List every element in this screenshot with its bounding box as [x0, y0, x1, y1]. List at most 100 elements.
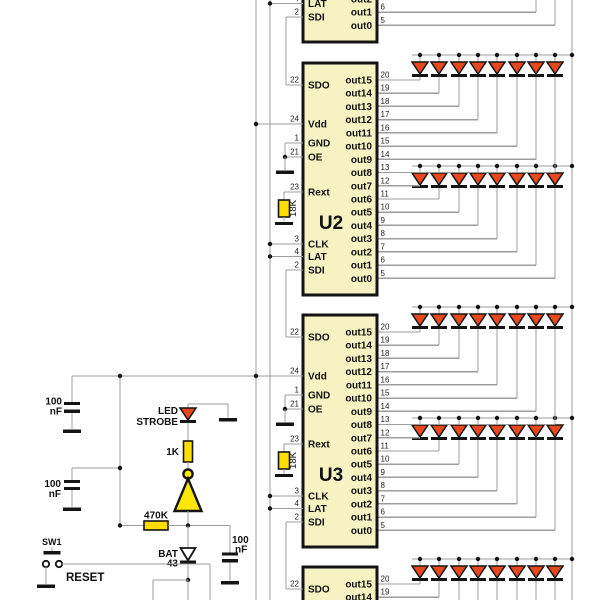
led-cathode-bar [528, 578, 544, 582]
junction-dot [267, 254, 273, 259]
u2-led-symbol [545, 172, 565, 187]
u2-pin-number-out3: 8 [381, 229, 386, 238]
u2-pin-label-out12: out12 [345, 115, 372, 126]
u2-pin-label-out10: out10 [345, 142, 372, 153]
junction-dot [436, 556, 442, 562]
resistor-470k-label: 470K [144, 511, 169, 522]
resistor-18k-label-u3: 18K [288, 451, 299, 469]
u1-pin-number-out0: 5 [381, 16, 386, 25]
cap2-label: 100 [44, 479, 61, 490]
u2-pin-label-SDI: SDI [308, 266, 325, 277]
u3-pin-number-out10: 15 [381, 389, 390, 398]
u2-pin-number-out15: 20 [381, 71, 390, 80]
u4-led-symbol [487, 565, 507, 580]
junction-dot [494, 415, 500, 421]
ic-u4-body [301, 565, 379, 600]
u3-pin-number-LAT: 4 [295, 499, 300, 508]
u2-pin-label-out13: out13 [345, 102, 372, 113]
u2-pin-label-out2: out2 [351, 247, 373, 258]
u2-pin-number-SDI: 2 [295, 261, 300, 270]
u3-pin-number-out14: 19 [381, 336, 390, 345]
junction-dot [417, 556, 423, 562]
u3-pin-label-out0: out0 [351, 526, 373, 537]
u2-led-symbol [507, 61, 527, 76]
led-cathode-bar [489, 74, 505, 78]
ic-u1-body [301, 0, 379, 44]
led-cathode-bar [489, 437, 505, 441]
u2-pin-number-out8: 13 [381, 163, 390, 172]
resistor-1k-label: 1K [166, 447, 180, 458]
led-cathode-bar [489, 185, 505, 189]
junction-dot [436, 415, 442, 421]
u3-pin-number-out2: 7 [381, 494, 386, 503]
diode-cathode-bar [180, 560, 196, 564]
cap3-label: 100 [232, 535, 249, 546]
junction-dot [456, 304, 462, 310]
u4-led-symbol [449, 565, 469, 580]
switch-contact [41, 559, 51, 569]
u3-pin-label-out12: out12 [345, 367, 372, 378]
strobe-led-label: STROBE [136, 417, 178, 428]
ground-symbol [63, 429, 81, 433]
u3-pin-label-out8: out8 [351, 420, 373, 431]
led-cathode-bar [451, 437, 467, 441]
u3-pin-label-out4: out4 [351, 473, 373, 484]
u3-pin-label-Rext: Rext [308, 440, 330, 451]
u3-pin-number-out1: 6 [381, 508, 386, 517]
led-cathode-bar [547, 185, 563, 189]
junction-dot [533, 556, 539, 562]
capacitor-plate [64, 402, 80, 406]
u4-pin-label-out14: out14 [345, 593, 372, 600]
u2-pin-number-GND: 1 [295, 134, 300, 143]
ground-symbol [219, 418, 237, 422]
junction-dot [552, 556, 558, 562]
junction-dot [533, 163, 539, 169]
junction-dot [267, 241, 273, 247]
u3-pin-label-SDI: SDI [308, 518, 325, 529]
led-cathode-bar [509, 437, 525, 441]
u3-led-symbol [468, 424, 488, 439]
led-cathode-bar [528, 437, 544, 441]
u2-led-symbol [526, 172, 546, 187]
ground-symbol [275, 473, 293, 478]
u2-pin-number-out7: 12 [381, 176, 390, 185]
u2-pin-number-out13: 18 [381, 97, 390, 106]
led-cathode-bar [412, 74, 428, 78]
led-cathode-bar [509, 185, 525, 189]
switch-action-label: RESET [66, 572, 104, 584]
u2-led-symbol [449, 172, 469, 187]
u3-pin-number-out6: 11 [381, 441, 390, 450]
junction-dot [417, 304, 423, 310]
led-cathode-bar [470, 326, 486, 330]
u2-pin-number-out1: 6 [381, 256, 386, 265]
u2-pin-label-out4: out4 [351, 221, 373, 232]
u3-pin-label-OE: OE [308, 405, 323, 416]
junction-dot [514, 304, 520, 310]
u2-pin-number-out0: 5 [381, 269, 386, 278]
u4-led-symbol [410, 565, 430, 580]
junction-dot [494, 304, 500, 310]
u3-pin-label-out13: out13 [345, 354, 372, 365]
ground-symbol [276, 422, 294, 426]
u3-pin-number-out15: 20 [381, 323, 390, 332]
u1-pin-label-SDI: SDI [308, 13, 325, 24]
u2-pin-number-out4: 9 [381, 216, 386, 225]
junction-dot [417, 52, 423, 58]
u1-pin-label-out2: out2 [351, 0, 373, 5]
led-cathode-bar [412, 578, 428, 582]
u2-led-symbol [410, 172, 430, 187]
led-cathode-bar [509, 326, 525, 330]
u2-pin-number-out6: 11 [381, 189, 390, 198]
u3-pin-label-out3: out3 [351, 486, 373, 497]
u3-led-symbol [429, 424, 449, 439]
junction-dot [533, 52, 539, 58]
u3-pin-label-out5: out5 [351, 460, 373, 471]
u2-pin-number-out14: 19 [381, 84, 390, 93]
ic-u2-body [301, 61, 379, 297]
junction-dot [117, 465, 123, 471]
junction-dot [552, 52, 558, 58]
u3-pin-number-out3: 8 [381, 481, 386, 490]
capacitor-plate [222, 552, 238, 556]
u2-pin-number-out2: 7 [381, 242, 386, 251]
